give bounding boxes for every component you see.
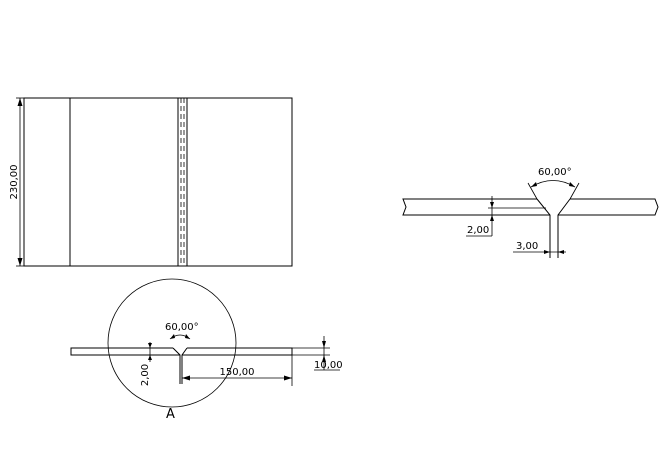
plan-view: 230,00 bbox=[9, 97, 293, 267]
dimension-length: 150,00 bbox=[182, 355, 293, 386]
plate-right-section bbox=[182, 347, 293, 356]
detail-dimension-root-gap-value: 3,00 bbox=[516, 241, 538, 252]
plate-left-section bbox=[70, 347, 180, 356]
detail-dimension-angle-value: 60,00° bbox=[538, 167, 572, 178]
dimension-root: 2,00 bbox=[140, 342, 180, 386]
section-view: 60,00° 2,00 150,00 10,00 bbox=[70, 278, 343, 422]
detail-circle bbox=[107, 278, 237, 408]
detail-plate-right bbox=[558, 198, 659, 216]
detail-plate-left bbox=[402, 198, 550, 216]
dimension-angle-value: 60,00° bbox=[165, 322, 199, 333]
detail-dimension-root-face-value: 2,00 bbox=[467, 225, 489, 236]
detail-label: A bbox=[166, 407, 175, 422]
dimension-thickness-value: 10,00 bbox=[314, 360, 343, 371]
detail-groove-right bbox=[557, 198, 571, 258]
dimension-root-value: 2,00 bbox=[140, 364, 151, 386]
dimension-height: 230,00 bbox=[9, 97, 24, 267]
weld-groove-v-right bbox=[181, 347, 188, 384]
detail-dimension-root-face: 2,00 bbox=[466, 196, 550, 237]
detail-dimension-root-gap: 3,00 bbox=[513, 241, 566, 254]
dimension-angle: 60,00° bbox=[165, 322, 199, 340]
dimension-thickness: 10,00 bbox=[292, 336, 343, 371]
detail-view: 60,00° 2,00 3,00 bbox=[402, 167, 659, 258]
dimension-length-value: 150,00 bbox=[220, 367, 255, 378]
detail-dimension-angle: 60,00° bbox=[527, 167, 580, 200]
dimension-height-value: 230,00 bbox=[9, 165, 20, 200]
weld-groove-v bbox=[172, 347, 181, 384]
plate-outline bbox=[23, 97, 293, 267]
